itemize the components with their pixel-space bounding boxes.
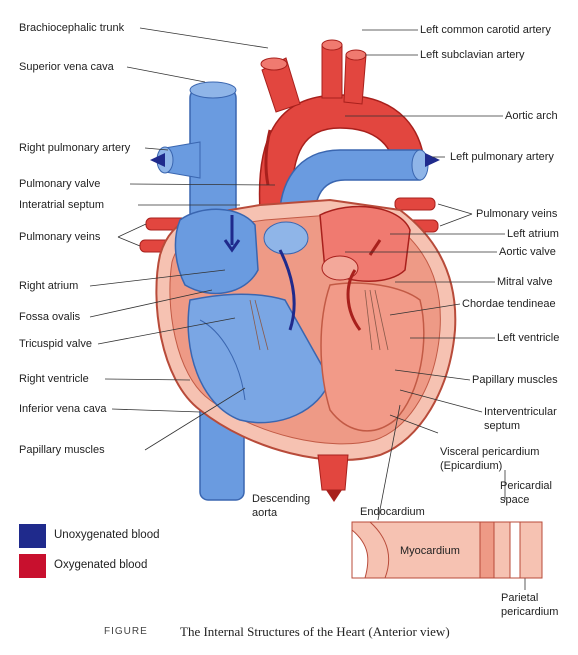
right-atrium-shape [174,208,259,295]
legend-label-unoxygenated: Unoxygenated blood [54,529,160,541]
label-aortic-valve: Aortic valve [499,246,556,258]
caption-figure-tag: FIGURE [104,626,148,637]
label-pericardial: Pericardial [500,480,552,492]
label-parietal: Parietal [501,592,539,604]
svc-opening [189,81,237,99]
label-brachiocephalic-trunk: Brachiocephalic trunk [19,22,125,34]
legend-swatch-unoxygenated [19,524,46,548]
left-subclavian-shape [343,54,367,105]
label-interventricular: Interventricular [484,406,557,418]
label-endocardium: Endocardium [360,506,425,518]
chordae-lines [249,289,389,351]
legend-label-oxygenated: Oxygenated blood [54,559,148,571]
label-papillary-muscles-left: Papillary muscles [19,444,105,456]
aortic-valve-shape [321,255,359,281]
label-pulmonary-veins-left: Pulmonary veins [19,231,101,243]
label-inferior-vena-cava: Inferior vena cava [19,403,107,415]
left-common-carotid-shape [321,44,343,99]
label-left-common-carotid-artery: Left common carotid artery [420,24,551,36]
label-visceral-pericardium: Visceral pericardium [440,446,540,458]
label-left-subclavian-artery: Left subclavian artery [420,49,525,61]
label-space: space [500,494,530,506]
label-fossa-ovalis: Fossa ovalis [19,311,81,323]
label-left-atrium: Left atrium [507,228,559,240]
tissue-layers-inset [351,521,543,579]
label-chordae-tendineae: Chordae tendineae [462,298,556,310]
label-aortic-arch: Aortic arch [505,110,558,122]
label-left-ventricle: Left ventricle [497,332,560,344]
label-left-pulmonary-artery: Left pulmonary artery [450,151,554,163]
descending-aorta-shape [317,454,349,491]
label-descending: Descending [252,493,311,505]
label-pulmonary-valve: Pulmonary valve [19,178,101,190]
label-mitral-valve: Mitral valve [497,276,553,288]
label-septum: septum [484,420,521,432]
label-interatrial-septum: Interatrial septum [19,199,104,211]
label-right-atrium: Right atrium [19,280,79,292]
caption-text: The Internal Structures of the Heart (An… [180,624,450,639]
pulmonary-valve-shape [263,221,309,255]
flow-arrows [223,129,382,331]
label-papillary-muscles-right: Papillary muscles [472,374,558,386]
label-right-ventricle: Right ventricle [19,373,89,385]
label-epicardium: (Epicardium) [440,460,503,472]
label-myocardium: Myocardium [400,545,460,557]
left-ventricle-shape [320,282,425,432]
label-pericardium: pericardium [501,606,559,618]
label-right-pulmonary-artery: Right pulmonary artery [19,142,131,154]
label-superior-vena-cava: Superior vena cava [19,61,114,73]
right-ventricle-shape [187,293,331,424]
label-aorta: aorta [252,507,278,519]
label-pulmonary-veins-right: Pulmonary veins [476,208,558,220]
label-tricuspid-valve: Tricuspid valve [19,338,92,350]
legend-swatch-oxygenated [19,554,46,578]
leader-lines [89,27,526,590]
